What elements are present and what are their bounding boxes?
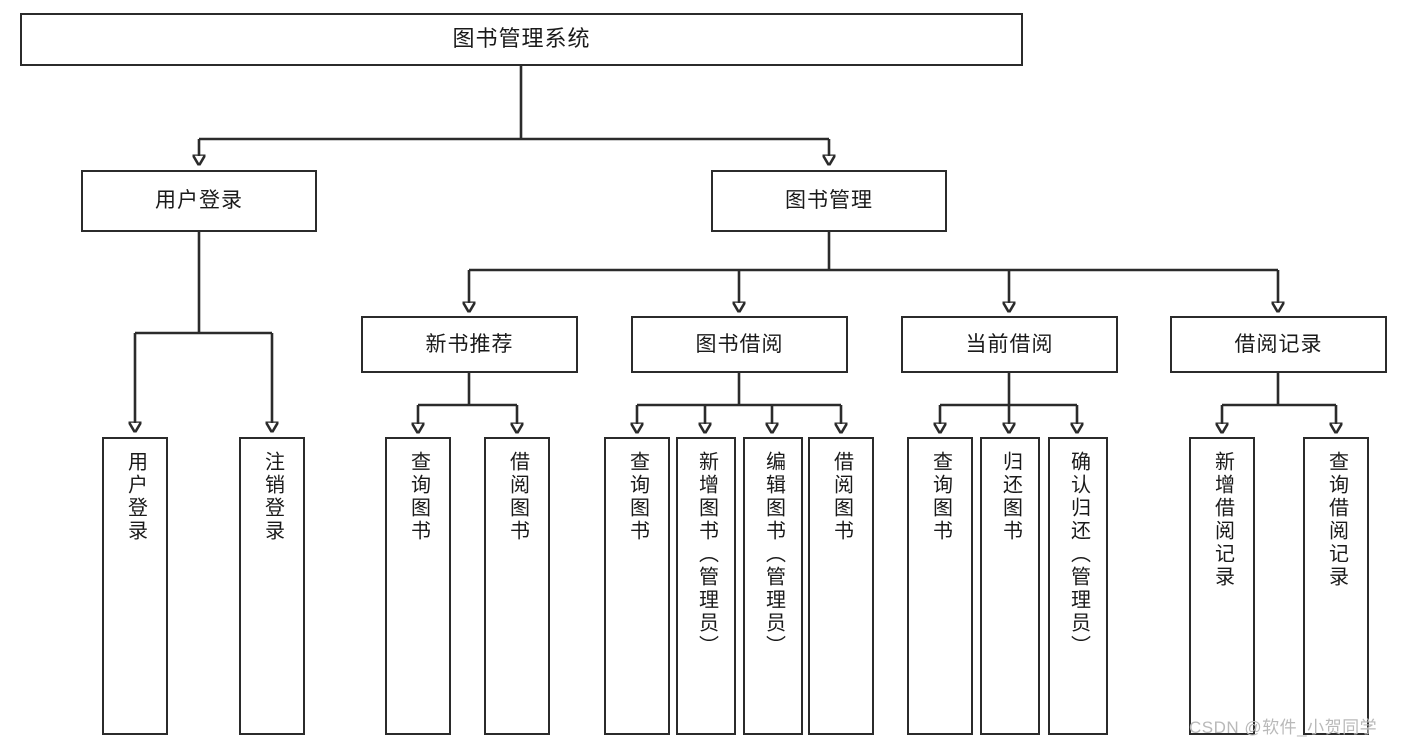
node-leaf-query-books-borrow[interactable]: 查询图书 <box>604 437 670 735</box>
node-new-book-recommendation[interactable]: 新书推荐 <box>361 316 578 373</box>
node-label: 编辑图书（管理员） <box>762 451 785 658</box>
node-label: 归还图书 <box>999 451 1022 543</box>
node-user-login[interactable]: 用户登录 <box>81 170 317 232</box>
node-root-book-management-system[interactable]: 图书管理系统 <box>20 13 1023 66</box>
node-leaf-add-borrow-record[interactable]: 新增借阅记录 <box>1189 437 1255 735</box>
node-label: 用户登录 <box>124 451 147 543</box>
node-leaf-user-login[interactable]: 用户登录 <box>102 437 168 735</box>
node-label: 用户登录 <box>155 189 243 213</box>
node-label: 查询图书 <box>929 451 952 543</box>
node-label: 新增图书（管理员） <box>695 451 718 658</box>
node-label: 借阅图书 <box>830 451 853 543</box>
node-leaf-query-books-current[interactable]: 查询图书 <box>907 437 973 735</box>
node-label: 注销登录 <box>261 451 284 543</box>
node-leaf-borrow-books-borrow[interactable]: 借阅图书 <box>808 437 874 735</box>
node-label: 借阅图书 <box>506 451 529 543</box>
node-current-borrowing[interactable]: 当前借阅 <box>901 316 1118 373</box>
node-label: 图书借阅 <box>695 332 784 356</box>
node-leaf-query-borrow-record[interactable]: 查询借阅记录 <box>1303 437 1369 735</box>
node-label: 查询借阅记录 <box>1325 451 1348 589</box>
node-leaf-logout[interactable]: 注销登录 <box>239 437 305 735</box>
node-book-management[interactable]: 图书管理 <box>711 170 947 232</box>
node-label: 图书管理 <box>785 189 873 213</box>
node-label: 借阅记录 <box>1234 332 1323 356</box>
node-leaf-borrow-books-rec[interactable]: 借阅图书 <box>484 437 550 735</box>
node-label: 当前借阅 <box>965 332 1054 356</box>
node-leaf-confirm-return-admin[interactable]: 确认归还（管理员） <box>1048 437 1108 735</box>
node-label: 图书管理系统 <box>452 26 591 52</box>
node-leaf-query-books-rec[interactable]: 查询图书 <box>385 437 451 735</box>
node-leaf-return-books[interactable]: 归还图书 <box>980 437 1040 735</box>
node-borrowing-records[interactable]: 借阅记录 <box>1170 316 1387 373</box>
node-label: 新增借阅记录 <box>1211 451 1234 589</box>
node-label: 查询图书 <box>407 451 430 543</box>
node-label: 新书推荐 <box>425 332 514 356</box>
node-leaf-edit-book-admin[interactable]: 编辑图书（管理员） <box>743 437 803 735</box>
node-label: 查询图书 <box>626 451 649 543</box>
node-label: 确认归还（管理员） <box>1067 451 1090 658</box>
node-leaf-add-book-admin[interactable]: 新增图书（管理员） <box>676 437 736 735</box>
node-book-borrowing[interactable]: 图书借阅 <box>631 316 848 373</box>
